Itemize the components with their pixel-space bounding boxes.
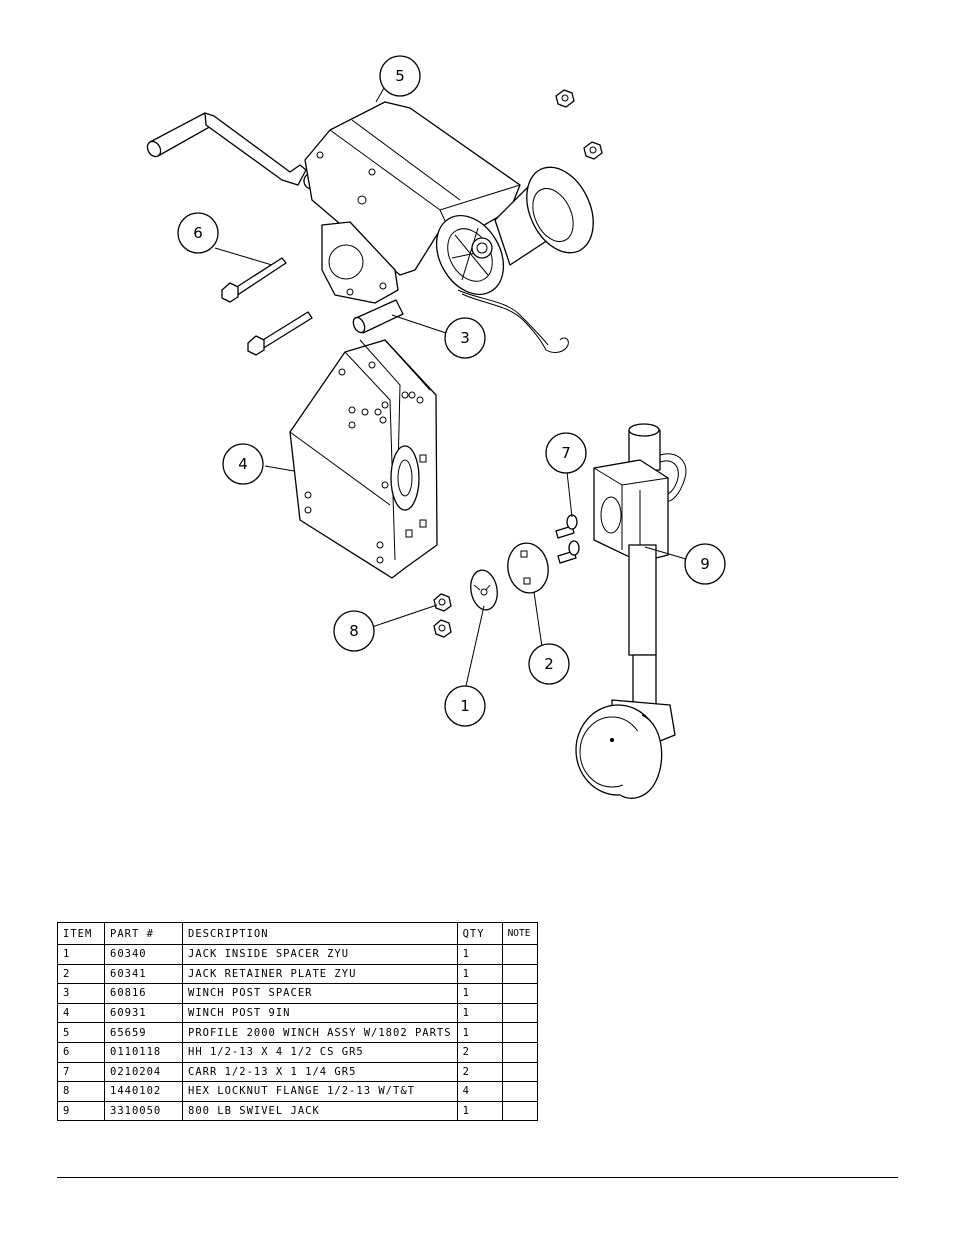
- cell-item: 3: [57, 983, 105, 1004]
- hex-head-bolts: [221, 257, 313, 356]
- header-qty: QTY: [456, 922, 503, 945]
- footer-divider: [57, 1177, 898, 1178]
- cell-item: 1: [57, 944, 105, 965]
- callout-1: 1: [444, 685, 486, 727]
- cell-qty: 2: [456, 1061, 503, 1083]
- cell-description: WINCH POST 9IN: [182, 1002, 458, 1024]
- table-row: 8 1440102 HEX LOCKNUT FLANGE 1/2-13 W/T&…: [57, 1081, 538, 1102]
- callout-6: 6: [177, 212, 219, 254]
- header-part-number: PART #: [104, 922, 183, 945]
- cell-item: 6: [57, 1041, 105, 1063]
- cell-description: HH 1/2-13 X 4 1/2 CS GR5: [182, 1041, 458, 1063]
- cell-qty: 1: [456, 1100, 503, 1122]
- header-note: NOTE: [501, 922, 538, 945]
- cell-note: [501, 1041, 538, 1063]
- jack-retainer-plate: [507, 542, 549, 594]
- svg-text:4: 4: [238, 455, 248, 473]
- cell-item: 2: [57, 963, 105, 985]
- cell-part-number: 3310050: [104, 1100, 183, 1122]
- winch-post: [289, 339, 438, 579]
- table-row: 7 0210204 CARR 1/2-13 X 1 1/4 GR5 2: [57, 1061, 538, 1083]
- cell-item: 4: [57, 1002, 105, 1024]
- table-header-row: ITEM PART # DESCRIPTION QTY NOTE: [57, 922, 538, 945]
- cell-qty: 4: [456, 1081, 503, 1102]
- svg-text:1: 1: [460, 697, 470, 715]
- svg-text:2: 2: [544, 655, 554, 673]
- cell-item: 8: [57, 1081, 105, 1102]
- bill-of-materials-table: ITEM PART # DESCRIPTION QTY NOTE 1 60340…: [57, 922, 538, 1122]
- cell-part-number: 0110118: [104, 1041, 183, 1063]
- svg-text:8: 8: [349, 622, 359, 640]
- cell-qty: 1: [456, 1022, 503, 1043]
- winch-nuts: [555, 89, 603, 160]
- cell-qty: 2: [456, 1041, 503, 1063]
- callout-7: 7: [545, 432, 587, 474]
- cell-description: JACK RETAINER PLATE ZYU: [182, 963, 458, 985]
- cell-part-number: 0210204: [104, 1061, 183, 1083]
- cell-description: WINCH POST SPACER: [182, 983, 458, 1004]
- header-item: ITEM: [57, 922, 105, 945]
- cell-item: 5: [57, 1022, 105, 1043]
- cell-qty: 1: [456, 983, 503, 1004]
- cell-item: 9: [57, 1100, 105, 1122]
- svg-text:6: 6: [193, 224, 203, 242]
- table-row: 9 3310050 800 LB SWIVEL JACK 1: [57, 1100, 538, 1122]
- table-row: 4 60931 WINCH POST 9IN 1: [57, 1002, 538, 1024]
- cell-note: [501, 1081, 538, 1102]
- callout-3: 3: [444, 317, 486, 359]
- cell-note: [501, 1002, 538, 1024]
- winch-assembly: [146, 101, 594, 353]
- cell-qty: 1: [456, 944, 503, 965]
- cell-note: [501, 1100, 538, 1122]
- carriage-bolts: [555, 514, 580, 564]
- header-description: DESCRIPTION: [182, 922, 458, 945]
- cell-qty: 1: [456, 1002, 503, 1024]
- cell-note: [501, 944, 538, 965]
- cell-description: HEX LOCKNUT FLANGE 1/2-13 W/T&T: [182, 1081, 458, 1102]
- callout-2: 2: [528, 643, 570, 685]
- cell-note: [501, 1022, 538, 1043]
- cell-part-number: 60341: [104, 963, 183, 985]
- cell-description: CARR 1/2-13 X 1 1/4 GR5: [182, 1061, 458, 1083]
- cell-note: [501, 1061, 538, 1083]
- svg-text:3: 3: [460, 329, 470, 347]
- table-row: 3 60816 WINCH POST SPACER 1: [57, 983, 538, 1004]
- cell-part-number: 60931: [104, 1002, 183, 1024]
- hex-locknuts: [433, 593, 452, 638]
- swivel-jack: [575, 423, 687, 799]
- cell-description: PROFILE 2000 WINCH ASSY W/1802 PARTS: [182, 1022, 458, 1043]
- callout-4: 4: [222, 443, 264, 485]
- cell-qty: 1: [456, 963, 503, 985]
- cell-part-number: 65659: [104, 1022, 183, 1043]
- cell-note: [501, 983, 538, 1004]
- exploded-assembly-drawing: 5 6 3 4 7 9 8 2 1: [146, 55, 726, 799]
- table-row: 1 60340 JACK INSIDE SPACER ZYU 1: [57, 944, 538, 965]
- table-row: 6 0110118 HH 1/2-13 X 4 1/2 CS GR5 2: [57, 1041, 538, 1063]
- svg-text:5: 5: [395, 67, 405, 85]
- cell-description: 800 LB SWIVEL JACK: [182, 1100, 458, 1122]
- cell-part-number: 60340: [104, 944, 183, 965]
- svg-text:7: 7: [561, 444, 571, 462]
- winch-post-spacer: [352, 299, 404, 334]
- cell-part-number: 1440102: [104, 1081, 183, 1102]
- svg-text:9: 9: [700, 555, 710, 573]
- callout-8: 8: [333, 610, 375, 652]
- cell-note: [501, 963, 538, 985]
- callout-9: 9: [684, 543, 726, 585]
- leader-lines: [214, 87, 687, 687]
- jack-inside-spacer: [470, 569, 498, 611]
- cell-part-number: 60816: [104, 983, 183, 1004]
- cell-description: JACK INSIDE SPACER ZYU: [182, 944, 458, 965]
- table-row: 5 65659 PROFILE 2000 WINCH ASSY W/1802 P…: [57, 1022, 538, 1043]
- cell-item: 7: [57, 1061, 105, 1083]
- callout-5: 5: [379, 55, 421, 97]
- table-row: 2 60341 JACK RETAINER PLATE ZYU 1: [57, 963, 538, 985]
